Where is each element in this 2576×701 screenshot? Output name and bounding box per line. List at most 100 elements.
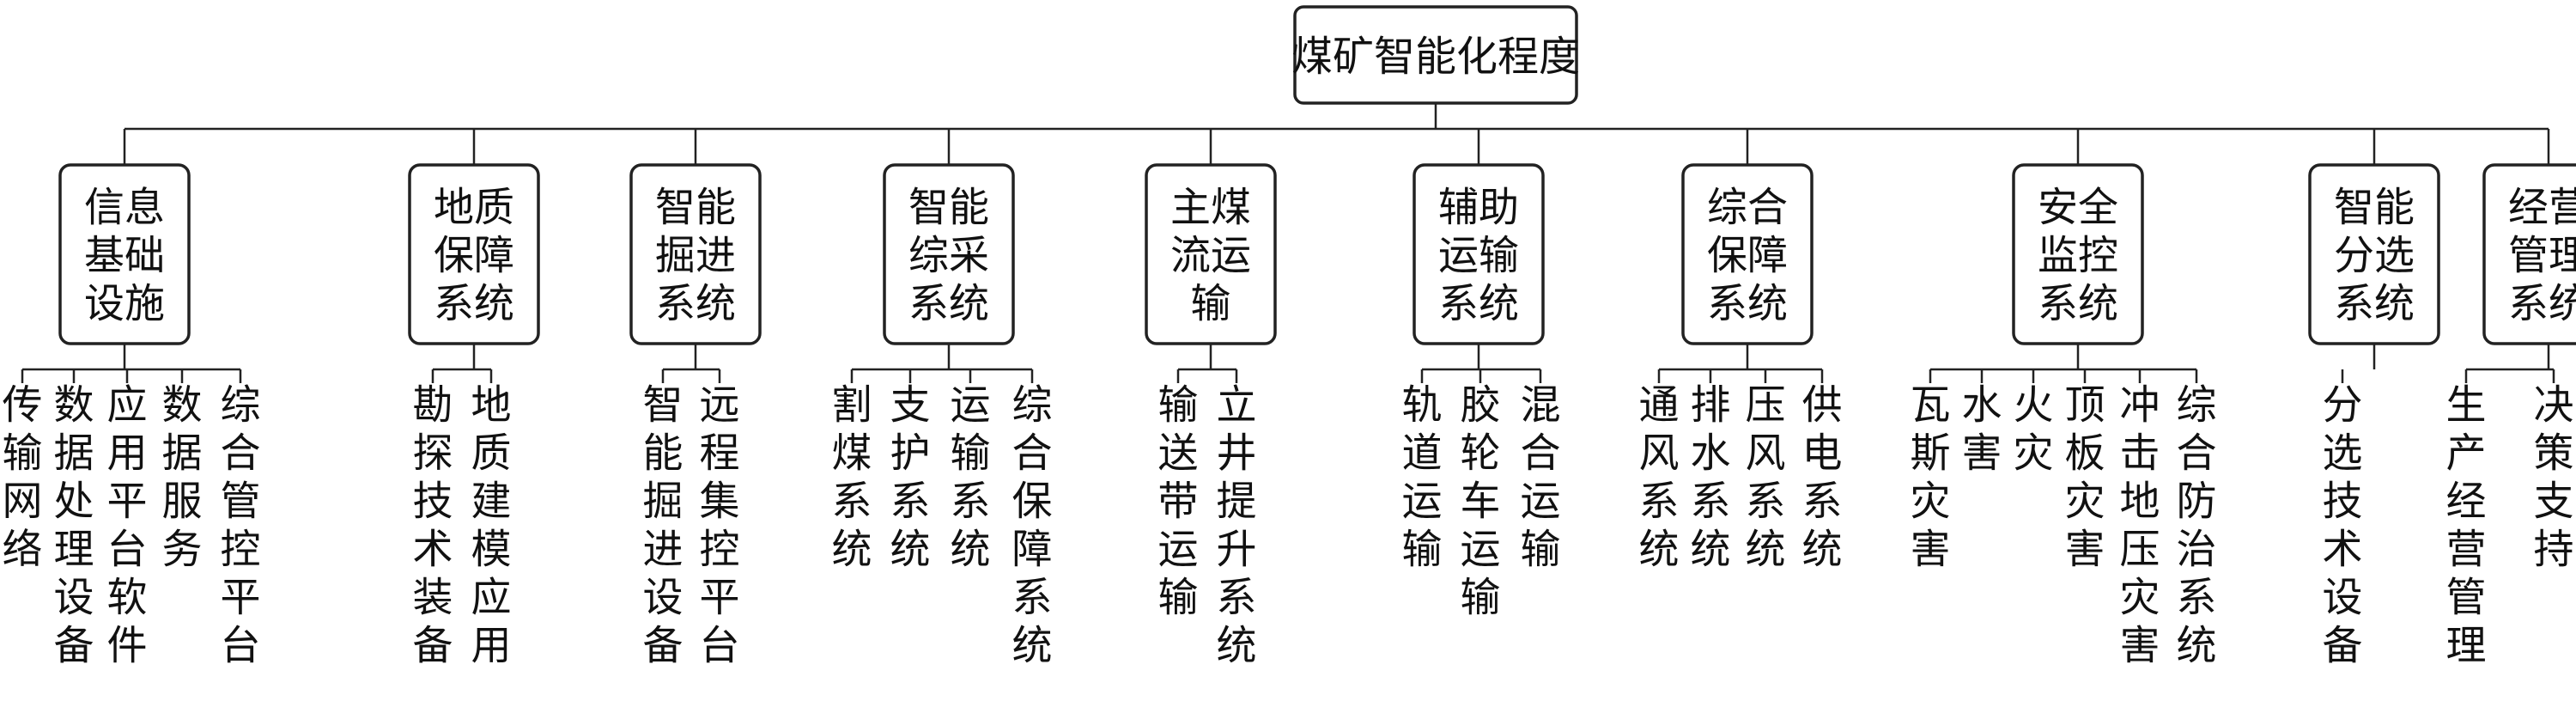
leaf-char: 探 [413,430,453,478]
leaf-char: 害 [2120,623,2160,670]
root-label: 煤矿智能化程度 [1291,33,1580,81]
system-label-line: 保障 [1707,233,1788,280]
leaf-char: 灾 [2065,479,2105,526]
leaf-char: 系 [1639,479,1680,526]
leaf-char: 策 [2534,430,2574,478]
system-label-line: 管理 [2508,233,2576,280]
leaf-char: 运 [1158,527,1199,574]
leaf-char: 务 [162,527,203,574]
leaf-char: 冲 [2120,382,2160,430]
leaf-char: 分 [2323,382,2363,430]
leaf-char: 系 [1691,479,1731,526]
leaf-char: 胶 [1461,382,1501,430]
leaf-char: 害 [1911,527,1951,574]
system-box [1145,163,1277,345]
leaf-char: 运 [1402,479,1443,526]
root-node: 煤矿智能化程度 [1291,5,1580,105]
leaf-char: 络 [3,527,43,574]
leaf-char: 生 [2446,382,2487,430]
system-label-line: 系统 [434,281,514,328]
leaf-char: 风 [1639,430,1680,478]
leaf-char: 车 [1461,479,1501,526]
system-label-line: 设施 [84,281,165,328]
leaf-char: 传 [3,382,43,430]
leaf-char: 通 [1639,382,1680,430]
leaf-char: 备 [643,623,683,670]
system-box [2012,163,2144,345]
leaf-char: 水 [1962,382,2002,430]
leaf-char: 备 [54,623,94,670]
leaf-char: 地 [2120,479,2160,526]
system-label-line: 经营 [2508,185,2576,232]
system-label-line: 信息 [84,185,165,232]
leaf-char: 输 [1521,527,1561,574]
leaf-char: 割 [832,382,872,430]
leaf-char: 台 [700,623,740,670]
leaf-char: 供 [1802,382,1843,430]
system-box [2482,163,2576,345]
system-label-line: 智能 [908,185,989,232]
leaf-char: 输 [1158,382,1199,430]
leaf-char: 持 [2534,527,2574,574]
leaf-char: 井 [1217,430,1257,478]
leaf-char: 灾 [2120,575,2160,622]
leaf-char: 水 [1691,430,1731,478]
leaf-char: 输 [1158,575,1199,622]
leaf-char: 技 [413,479,453,526]
system-box [1413,163,1545,345]
leaf-char: 据 [162,430,203,478]
system-label-line: 基础 [84,233,165,280]
leaf-char: 术 [2323,527,2363,574]
leaf-char: 据 [54,430,94,478]
system-label-line: 分选 [2334,233,2415,280]
system-label-line: 安全 [2038,185,2118,232]
system-box [58,163,191,345]
leaf-char: 用 [107,430,148,478]
leaf-char: 送 [1158,430,1199,478]
leaf-char: 提 [1217,479,1257,526]
system-label-line: 地质 [434,185,514,232]
leaf-char: 备 [413,623,453,670]
leaf-char: 质 [471,430,512,478]
leaf-char: 选 [2323,430,2363,478]
leaf-char: 数 [162,382,203,430]
leaf-char: 决 [2534,382,2574,430]
leaf-char: 合 [1012,430,1053,478]
leaf-char: 电 [1802,430,1843,478]
leaf-char: 地 [471,382,512,430]
leaf-char: 系 [951,479,991,526]
leaf-item: 水害 [1962,382,2002,478]
leaf-char: 理 [2446,623,2487,670]
leaf-char: 排 [1691,382,1731,430]
leaf-char: 防 [2177,479,2217,526]
leaf-char: 掘 [643,479,683,526]
leaf-char: 平 [221,575,261,622]
leaf-char: 网 [3,479,43,526]
leaf-char: 灾 [1911,479,1951,526]
leaf-char: 板 [2065,430,2105,478]
leaf-char: 处 [54,479,94,526]
connector-lines [21,103,2555,383]
leaf-char: 统 [1217,623,1257,670]
leaf-char: 综 [1012,382,1053,430]
